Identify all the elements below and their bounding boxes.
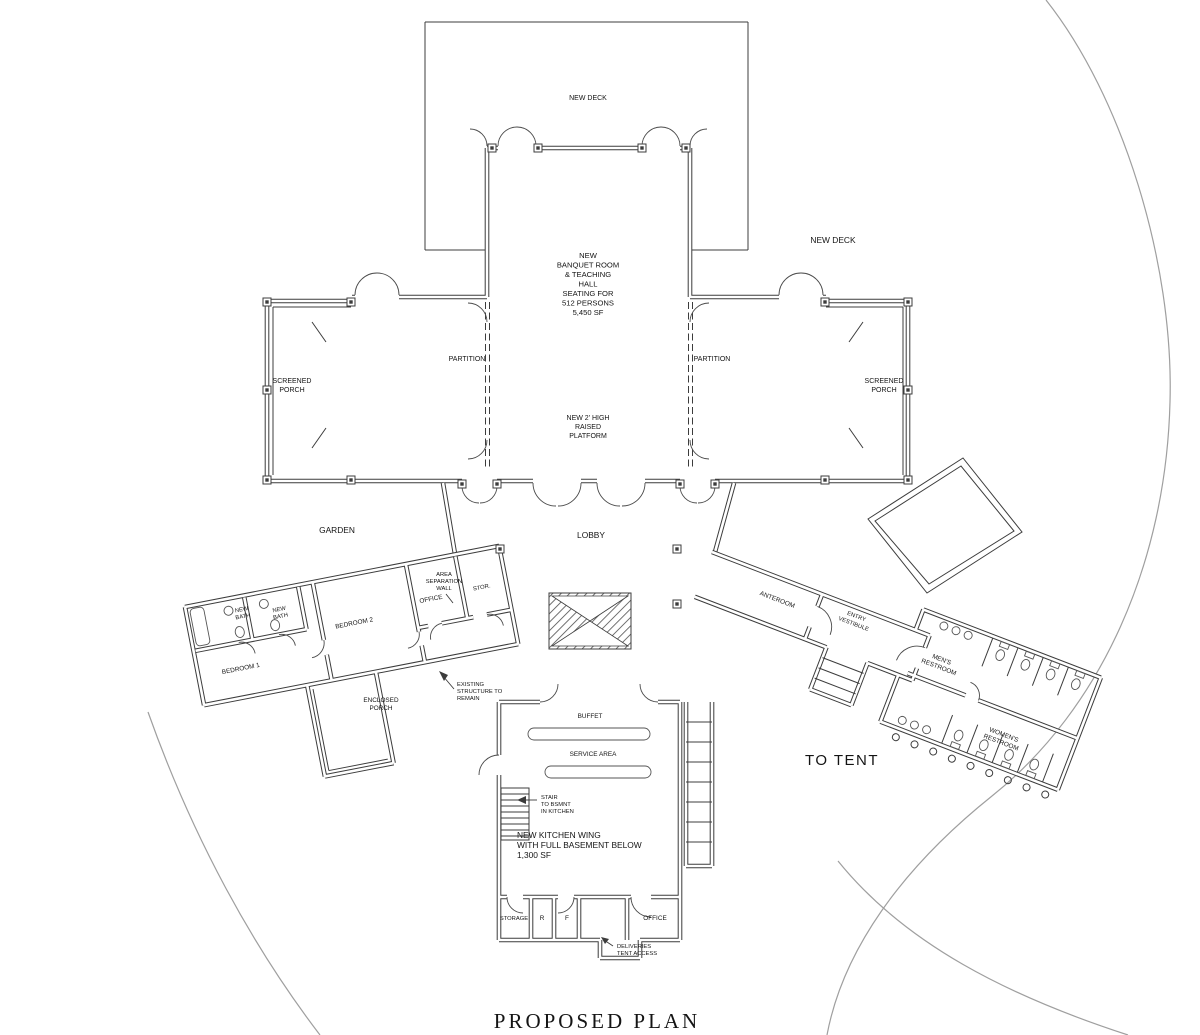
screened-porch-right-label: PORCH <box>871 387 896 394</box>
site-curves <box>147 0 1171 1035</box>
toilet <box>1070 678 1081 690</box>
sink <box>258 598 269 609</box>
platform-label: RAISED <box>575 424 601 431</box>
toilet <box>234 626 245 638</box>
sink <box>922 725 932 735</box>
platform-label: PLATFORM <box>569 433 607 440</box>
toilet <box>995 649 1006 661</box>
toilet <box>270 619 281 632</box>
enclosed-porch-label: PORCH <box>369 705 392 712</box>
to-tent-label: TO TENT <box>805 752 879 769</box>
sink <box>909 720 919 730</box>
deliveries-label: TENT ACCESS <box>617 951 657 957</box>
service-counter <box>544 765 652 779</box>
side-ramp <box>686 721 712 843</box>
leader-arrows <box>439 593 614 947</box>
kitchen-details <box>500 721 712 843</box>
partition-walls <box>485 302 693 470</box>
stair-label: STAIR <box>541 795 558 801</box>
bedroom-1-label: BEDROOM 1 <box>221 662 260 676</box>
bath-2-label: NEW <box>272 606 287 615</box>
toilet <box>1004 749 1014 761</box>
sink <box>951 626 961 636</box>
basement-stair <box>500 787 530 841</box>
deliveries-label: DELIVERIES <box>617 944 651 950</box>
deck-right-label: NEW DECK <box>810 235 856 245</box>
banquet-label: 5,450 SF <box>573 308 604 317</box>
bath-1-label: BATH <box>235 613 251 622</box>
area-separation-label: SEPARATION <box>426 579 463 585</box>
porch-screens <box>272 306 904 475</box>
screened-porch-left-label: SCREENED <box>273 378 312 385</box>
new-deck-outline <box>424 21 749 251</box>
banquet-label: BANQUET ROOM <box>557 261 619 270</box>
bath-1-label: NEW <box>234 606 249 615</box>
toilet <box>1020 659 1031 671</box>
garden-label: GARDEN <box>319 525 355 535</box>
area-separation-label: WALL <box>436 586 452 592</box>
toilet <box>953 729 964 742</box>
freezer-label: F <box>565 915 569 922</box>
lobby-hatch-feature <box>548 592 632 650</box>
bath-2-label: BATH <box>273 613 289 622</box>
toilet <box>978 739 989 752</box>
partition-left-label: PARTITION <box>449 356 486 363</box>
door-arcs <box>354 126 824 918</box>
banquet-label: SEATING FOR <box>563 289 614 298</box>
screened-porch-right-label: SCREENED <box>865 378 904 385</box>
existing-structure-label: EXISTING <box>457 682 485 688</box>
lobby-label: LOBBY <box>577 530 605 540</box>
sheet-title: PROPOSED PLAN <box>494 1009 700 1033</box>
footing-circles <box>891 733 1050 799</box>
banquet-label: 512 PERSONS <box>562 299 614 308</box>
banquet-label: NEW <box>579 251 598 260</box>
bath-fixtures <box>189 598 281 647</box>
existing-structure-label: STRUCTURE TO <box>457 689 503 695</box>
plan-labels: NEW DECK NEW DECK NEW BANQUET ROOM & TEA… <box>273 95 904 1033</box>
restroom-fixtures <box>897 621 1086 780</box>
stor-label: STOR. <box>473 583 492 592</box>
right-wing: ANTEROOM ENTRY VESTIBULE MEN'S RESTROOM … <box>672 531 1100 799</box>
anteroom-label: ANTEROOM <box>759 590 796 610</box>
kitchen-wing-label: NEW KITCHEN WING <box>517 830 601 840</box>
deck-top-label: NEW DECK <box>569 95 607 102</box>
partition-right-label: PARTITION <box>694 356 731 363</box>
buffet-counter <box>527 727 651 741</box>
sink <box>897 715 907 725</box>
storage-label: STORAGE <box>500 916 528 922</box>
screened-porch-left-label: PORCH <box>279 387 304 394</box>
stair-label: TO BSMNT <box>541 802 571 808</box>
office-wing-label: OFFICE <box>419 594 443 605</box>
bathtub <box>189 606 211 647</box>
stair-label: IN KITCHEN <box>541 809 574 815</box>
area-separation-label: AREA <box>436 572 452 578</box>
sink <box>223 605 234 616</box>
toilet <box>1029 758 1040 771</box>
existing-structure-label: REMAIN <box>457 696 480 702</box>
office-kitchen-label: OFFICE <box>643 915 666 922</box>
sink <box>939 621 949 631</box>
kitchen-wing-label: WITH FULL BASEMENT BELOW <box>517 840 642 850</box>
sink <box>963 630 973 640</box>
left-wing: NEW BATH NEW BATH BEDROOM 1 BEDROOM 2 OF… <box>185 546 536 797</box>
service-area-label: SERVICE AREA <box>570 751 618 758</box>
kitchen-wing-label: 1,300 SF <box>517 850 551 860</box>
banquet-label: & TEACHING <box>565 270 611 279</box>
banquet-label: HALL <box>579 280 598 289</box>
enclosed-porch-label: ENCLOSED <box>363 697 399 704</box>
fridge-label: R <box>540 915 545 922</box>
bedroom-2-label: BEDROOM 2 <box>335 616 374 630</box>
toilet <box>1045 668 1056 681</box>
platform-label: NEW 2' HIGH <box>567 415 610 422</box>
rotated-roof-structure <box>867 457 1023 594</box>
buffet-label: BUFFET <box>578 713 603 720</box>
